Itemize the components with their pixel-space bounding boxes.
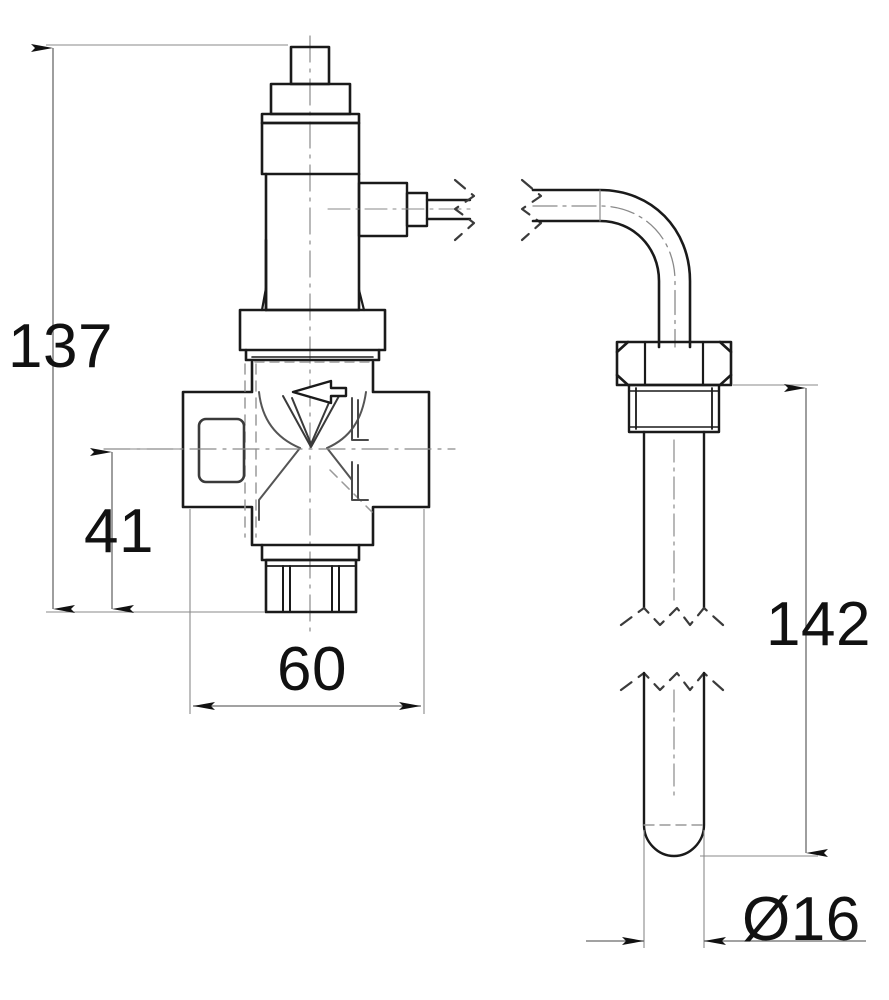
valve-body-block [181,360,431,547]
probe-threaded-connector [627,383,721,434]
body-outer-profile [181,360,431,547]
break-line-left [453,178,476,242]
valve-assembly-front-section [103,35,476,633]
bonnet-cylinder [260,121,361,176]
dimension-label-60: 60 [277,635,347,704]
probe-assembly-side [520,178,733,858]
dimension-probe-diameter: Ø16 [586,830,866,954]
hex-union-nut [615,340,733,387]
dimension-label-41: 41 [84,497,154,566]
hex-chamfer-bl [615,373,630,387]
thread-body [627,383,721,434]
seat-cone [282,395,340,448]
chamber-right-wall [326,391,367,449]
body-seat-detail [282,395,340,448]
hex-chamfer-br [718,373,733,387]
capillary-elbow [531,188,692,349]
seat-cone-inner [291,397,332,445]
elbow-outer-wall [531,188,692,349]
flow-arrow [291,379,348,405]
hex-chamfer-tr [718,340,733,354]
hex-nut-body [615,340,733,387]
chamber-left-lower [258,447,301,521]
probe-stem-upper [642,430,706,610]
dimension-centre-to-bottom: 41 [84,448,185,613]
left-port-opening [197,417,246,484]
bonnet-cap-stack [260,45,361,125]
hex-chamfer-tl [615,340,630,354]
dimension-overall-height: 137 [8,44,288,613]
body-flange [238,308,387,362]
flange-plate [238,308,387,352]
break-line-probe-upper [619,606,725,627]
stem-lower-with-tip [642,671,706,858]
right-port-internals [351,397,369,501]
bottom-outlet [260,543,361,614]
probe-stem-lower [642,671,706,858]
column-taper-right [357,288,366,312]
elbow-inner-wall [531,219,661,349]
bonnet-upper-body [260,121,361,176]
outlet-thread-lines [282,565,340,613]
column-taper-left [260,286,268,312]
body-section-internals [258,391,367,521]
dimension-label-diameter: Ø16 [742,885,861,954]
chamber-left-wall [258,391,301,449]
dimension-label-137: 137 [8,312,113,381]
hex-nut-facets [643,340,705,387]
flange-step [244,348,381,362]
elbow-centerline [532,205,676,348]
dimension-overall-width: 60 [189,509,425,714]
dimension-label-142: 142 [766,590,871,659]
outlet-barrel [264,558,358,614]
chamber-right-lower [326,447,353,481]
dimension-probe-length: 142 [700,384,871,857]
break-line-right [520,178,543,242]
